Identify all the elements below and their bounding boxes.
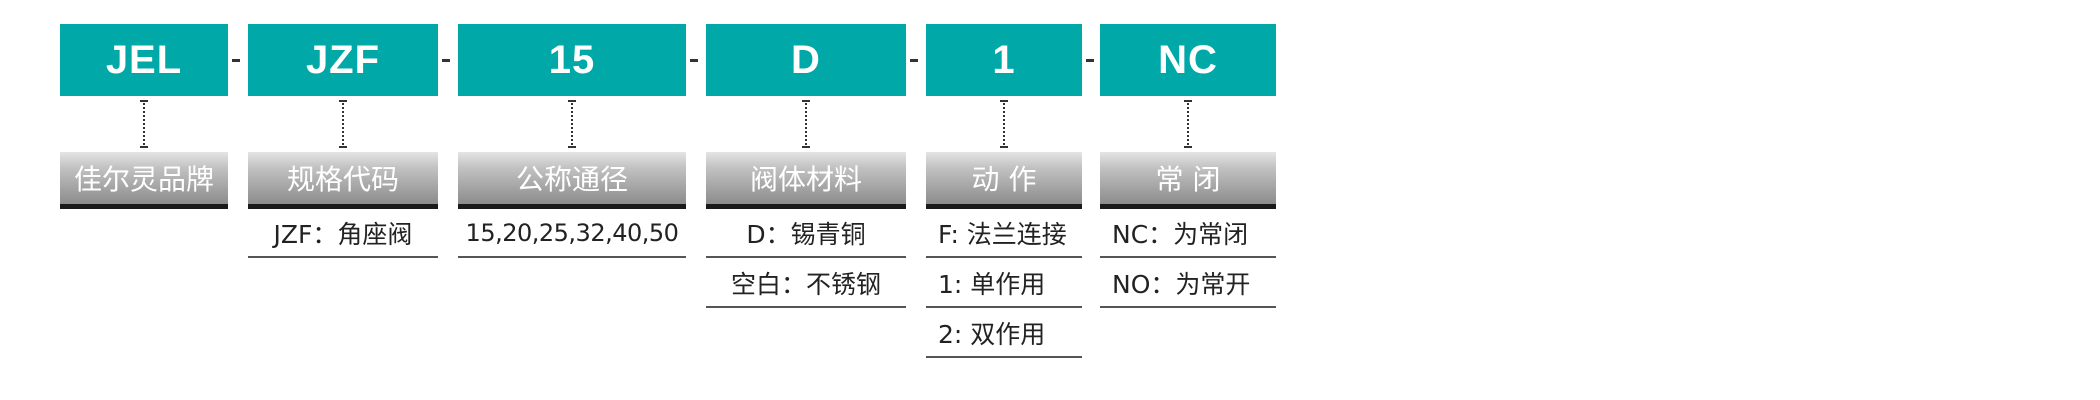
dotted-connector (998, 100, 1010, 148)
dotted-connector (566, 100, 578, 148)
category-normal-state: 常 闭 (1100, 152, 1276, 209)
option-label: NO：为常开 (1112, 270, 1251, 299)
code-box-brand: JEL (60, 24, 228, 96)
category-label: 佳尔灵品牌 (73, 163, 214, 196)
code-box-diameter: 15 (458, 24, 686, 96)
option-label: 15,20,25,32,40,50 (465, 219, 679, 247)
code-text: D (791, 37, 821, 82)
category-label: 公称通径 (515, 163, 628, 196)
category-diameter: 公称通径 (458, 152, 686, 209)
code-text: 15 (548, 37, 596, 82)
separator-dash (442, 59, 450, 62)
option-item: F: 法兰连接 (926, 210, 1082, 258)
option-label: F: 法兰连接 (938, 220, 1067, 249)
separator-dash (1086, 59, 1094, 62)
option-item: 空白：不锈钢 (706, 260, 906, 308)
option-item: NO：为常开 (1100, 260, 1276, 308)
separator-dash (232, 59, 240, 62)
category-spec: 规格代码 (248, 152, 438, 209)
code-box-normal-state: NC (1100, 24, 1276, 96)
option-item: NC：为常闭 (1100, 210, 1276, 258)
category-label: 动 作 (971, 163, 1037, 196)
option-label: 2: 双作用 (938, 320, 1046, 349)
option-label: D：锡青铜 (746, 220, 866, 249)
option-label: 空白：不锈钢 (730, 270, 881, 299)
code-box-material: D (706, 24, 906, 96)
separator-dash (910, 59, 918, 62)
code-text: 1 (992, 37, 1016, 82)
category-label: 规格代码 (286, 163, 399, 196)
option-item: JZF：角座阀 (248, 210, 438, 258)
category-material: 阀体材料 (706, 152, 906, 209)
dotted-connector (1182, 100, 1194, 148)
code-box-spec: JZF (248, 24, 438, 96)
code-text: NC (1158, 37, 1218, 82)
option-item: 2: 双作用 (926, 310, 1082, 358)
option-label: NC：为常闭 (1112, 220, 1249, 249)
option-label: JZF：角座阀 (273, 220, 413, 249)
category-label: 常 闭 (1155, 163, 1221, 196)
dotted-connector (800, 100, 812, 148)
code-text: JEL (105, 37, 183, 82)
category-label: 阀体材料 (749, 163, 862, 196)
option-item: 1: 单作用 (926, 260, 1082, 308)
dotted-connector (337, 100, 349, 148)
option-label: 1: 单作用 (938, 270, 1046, 299)
dotted-connector (138, 100, 150, 148)
code-text: JZF (305, 37, 381, 82)
option-item: 15,20,25,32,40,50 (458, 210, 686, 258)
code-box-action: 1 (926, 24, 1082, 96)
option-item: D：锡青铜 (706, 210, 906, 258)
category-brand: 佳尔灵品牌 (60, 152, 228, 209)
category-action: 动 作 (926, 152, 1082, 209)
separator-dash (690, 59, 698, 62)
